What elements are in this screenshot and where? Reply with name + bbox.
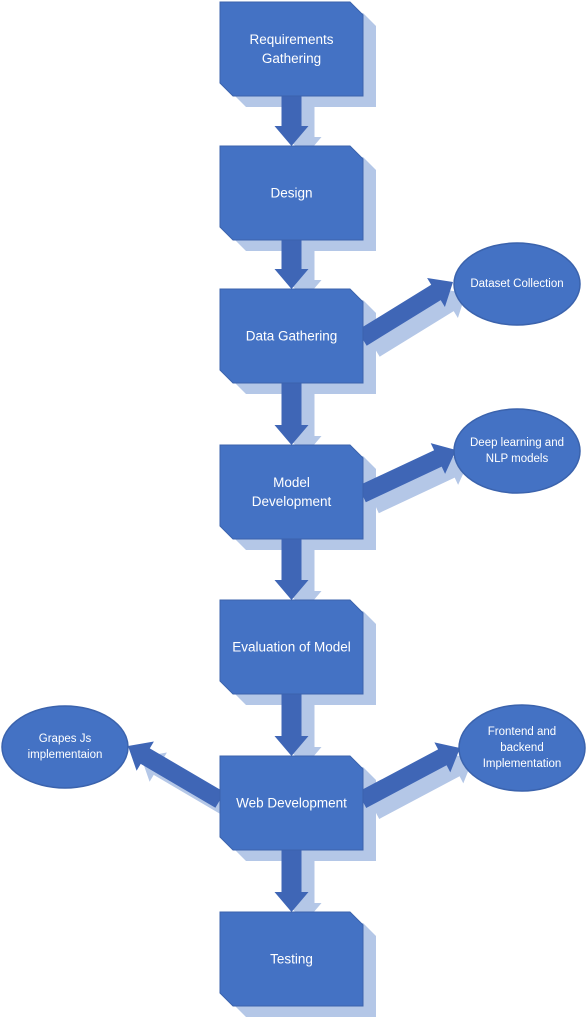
flow-arrow-evaluation-to-web-development	[274, 694, 309, 756]
step-label-line: Evaluation of Model	[232, 640, 351, 655]
step-label-line: Data Gathering	[246, 329, 338, 344]
flow-arrow-web-development-to-testing	[274, 850, 309, 912]
step-data-gathering: Data Gathering	[219, 288, 364, 384]
flow-arrow-data-gathering-to-model-development	[274, 383, 309, 445]
side-node-ellipse	[453, 408, 581, 494]
side-node-label-line: implementaion	[28, 749, 103, 761]
step-design: Design	[219, 145, 364, 241]
step-evaluation: Evaluation of Model	[219, 599, 364, 695]
side-node-label-line: backend	[500, 742, 543, 754]
step-box	[219, 288, 364, 384]
step-testing: Testing	[219, 911, 364, 1007]
step-label-line: Development	[252, 494, 332, 509]
arrow-shadow	[370, 289, 466, 357]
flow-arrow-data-gathering-to-dataset-collection	[357, 278, 453, 346]
side-node-dataset-collection: Dataset Collection	[453, 242, 581, 326]
step-web-development: Web Development	[219, 755, 364, 851]
side-node-ellipse	[458, 704, 586, 792]
side-node-label-line: Implementation	[483, 758, 562, 770]
side-node-label-line: Grapes Js	[39, 733, 92, 745]
side-node-grapes-js: Grapes Js implementaion	[1, 705, 129, 789]
flow-arrow-web-development-to-grapes-js	[128, 741, 225, 808]
step-box	[219, 755, 364, 851]
flow-arrow-web-development-to-frontend-backend	[357, 742, 460, 808]
side-node-ellipse	[1, 705, 129, 789]
step-box	[219, 444, 364, 540]
step-box	[219, 599, 364, 695]
step-box	[219, 145, 364, 241]
flow-arrow-model-development-to-deep-learning	[358, 443, 456, 503]
step-box	[219, 911, 364, 1007]
arrow-shadow	[370, 753, 473, 819]
flow-arrow-model-development-to-evaluation	[274, 539, 309, 600]
step-label-line: Model	[273, 475, 310, 490]
step-label-line: Web Development	[236, 796, 347, 811]
step-label-line: Requirements	[249, 32, 333, 47]
step-label-line: Testing	[270, 952, 313, 967]
side-node-label-line: Deep learning and	[470, 437, 564, 449]
step-label-line: Design	[270, 186, 312, 201]
side-node-label-line: Frontend and	[488, 726, 556, 738]
step-label-line: Gathering	[262, 51, 321, 66]
step-box	[219, 1, 364, 97]
side-node-ellipse	[453, 242, 581, 326]
flow-arrow-design-to-data-gathering	[274, 240, 309, 289]
side-node-label-line: Dataset Collection	[470, 278, 563, 290]
side-node-label-line: NLP models	[486, 453, 549, 465]
flow-arrow-requirements-to-design	[274, 96, 309, 146]
